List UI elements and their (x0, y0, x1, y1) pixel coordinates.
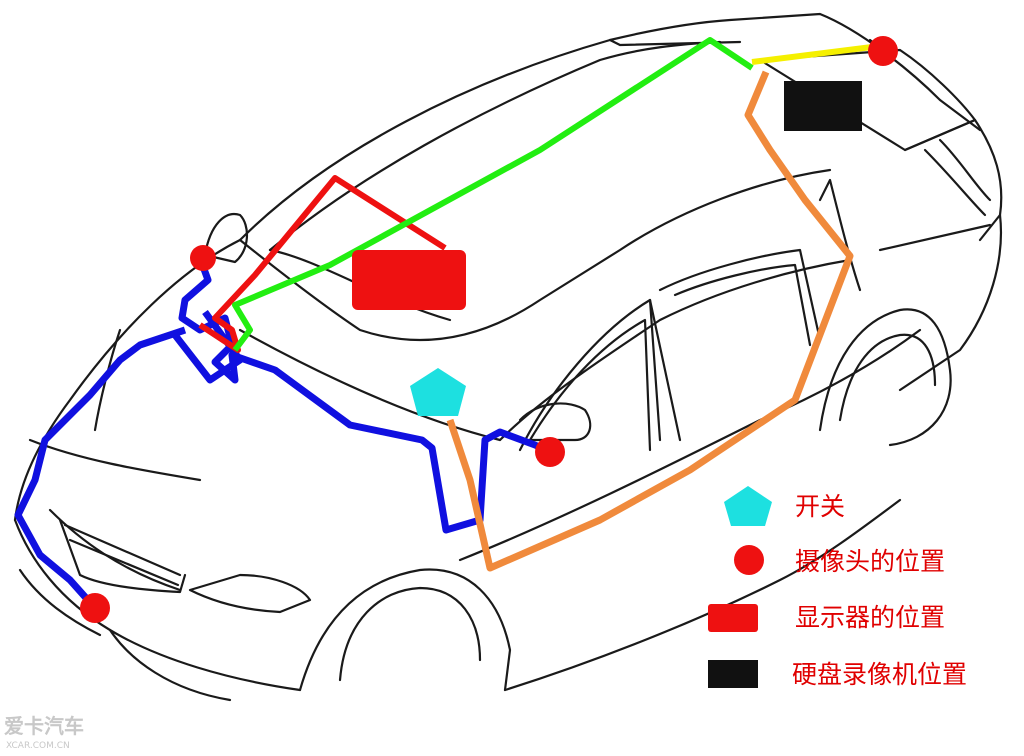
watermark: 爱卡汽车 XCAR.COM.CN (4, 714, 84, 751)
display-marker (352, 250, 466, 310)
camera-cable-blue-hood (14, 326, 187, 611)
legend-dvr-icon (708, 660, 758, 688)
rear-camera-cable-green (232, 37, 754, 352)
camera-marker-front-bumper (80, 593, 110, 623)
camera-marker-right-mirror (535, 437, 565, 467)
camera-marker-front-left-mirror (190, 245, 216, 271)
legend-dvr-label: 硬盘录像机位置 (792, 660, 967, 689)
legend-switch-label: 开关 (795, 492, 845, 521)
legend-switch-icon (724, 486, 772, 526)
camera-marker-rear (868, 36, 898, 66)
legend-camera-label: 摄像头的位置 (795, 547, 945, 576)
rear-camera-cable-yellow (751, 43, 881, 65)
watermark-logo: 爱卡汽车 (4, 714, 84, 738)
legend: 开关 摄像头的位置 显示器的位置 硬盘录像机位置 (708, 486, 967, 689)
switch-cable-orange (446, 70, 854, 572)
watermark-url: XCAR.COM.CN (6, 741, 70, 751)
camera-cable-blue (178, 256, 552, 534)
legend-display-icon (708, 604, 758, 632)
switch-marker (410, 368, 466, 416)
legend-display-label: 显示器的位置 (795, 603, 945, 632)
dvr-marker (784, 81, 862, 131)
legend-camera-icon (734, 545, 764, 575)
camera-cable-blue-box (172, 309, 244, 384)
